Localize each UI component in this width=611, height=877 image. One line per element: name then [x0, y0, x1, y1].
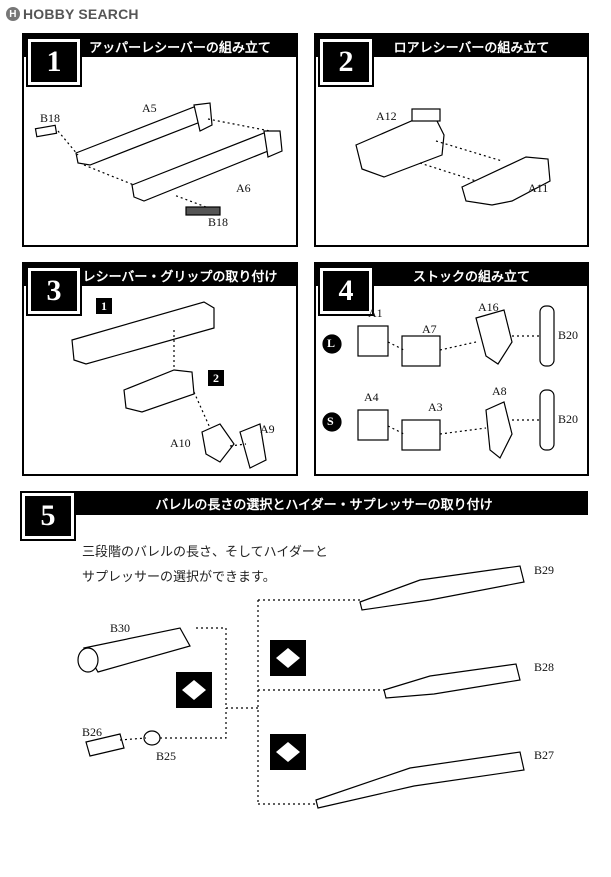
- step-3-number: 3: [28, 268, 80, 314]
- label-b30: B30: [110, 621, 131, 635]
- label-b25: B25: [156, 749, 177, 763]
- label-b20-top: B20: [558, 328, 579, 342]
- label-s: S: [327, 414, 334, 428]
- step-4-panel: ストックの組み立て 4 L S A1 A7 A16 B20 A4 A3 A8 B: [314, 262, 589, 476]
- label-b27: B27: [534, 748, 555, 762]
- step-4-number: 4: [320, 268, 372, 314]
- upper-receiver-drawing: [34, 102, 283, 216]
- step-1-number: 1: [28, 39, 80, 85]
- label-a16: A16: [478, 300, 499, 314]
- label-a4: A4: [364, 390, 379, 404]
- label-a11: A11: [528, 181, 549, 195]
- step-5-note-line-1: 三段階のバレルの長さ、そしてハイダーと: [82, 545, 328, 560]
- step-5-title: バレルの長さの選択とハイダー・サプレッサーの取り付け: [20, 491, 588, 515]
- step-5-note-line-2: サプレッサーの選択ができます。: [82, 570, 276, 585]
- label-b29: B29: [534, 563, 555, 577]
- step-2-number: 2: [320, 39, 372, 85]
- step-2-panel: ロアレシーバーの組み立て 2 A12 A11: [314, 33, 589, 247]
- label-a8: A8: [492, 384, 507, 398]
- stock-drawing: [322, 305, 555, 459]
- label-b26: B26: [82, 725, 103, 739]
- label-a5: A5: [142, 101, 157, 115]
- step-3-ref-2: 2: [208, 370, 224, 386]
- step-5-number: 5: [22, 493, 74, 539]
- label-b18-top: B18: [40, 111, 61, 125]
- receiver-grip-drawing: [71, 301, 267, 469]
- label-a3: A3: [428, 400, 443, 414]
- lower-receiver-drawing: [355, 108, 551, 206]
- label-a6: A6: [236, 181, 251, 195]
- step-3-panel: レシーバー・グリップの取り付け 3 1 2 A10 A9: [22, 262, 298, 476]
- label-a7: A7: [422, 322, 437, 336]
- label-b18-bottom: B18: [208, 215, 229, 229]
- label-a1: A1: [368, 306, 383, 320]
- step-4-title: ストックの組み立て: [316, 264, 587, 286]
- label-a10: A10: [170, 436, 191, 450]
- step-3-title: レシーバー・グリップの取り付け: [24, 264, 296, 286]
- step-3-ref-1: 1: [96, 298, 112, 314]
- watermark-logo: H HOBBY SEARCH: [6, 4, 139, 24]
- label-l: L: [327, 336, 336, 350]
- step-1-title: アッパーレシーバーの組み立て: [24, 35, 296, 57]
- label-a9: A9: [260, 422, 275, 436]
- logo-icon: H: [6, 7, 20, 21]
- label-a12: A12: [376, 109, 397, 123]
- step-1-panel: アッパーレシーバーの組み立て 1 A5 B18 A6 B18: [22, 33, 298, 247]
- label-b28: B28: [534, 660, 555, 674]
- label-b20-bottom: B20: [558, 412, 579, 426]
- watermark-text: HOBBY SEARCH: [23, 6, 139, 22]
- step-2-title: ロアレシーバーの組み立て: [316, 35, 587, 57]
